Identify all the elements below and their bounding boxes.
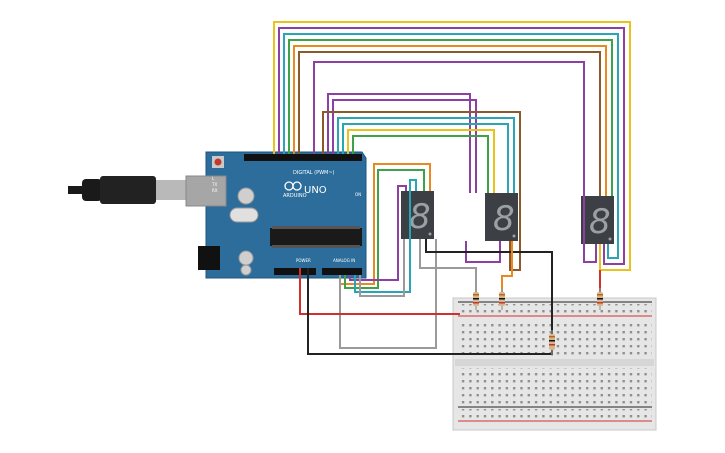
wire-teal-a[interactable] (354, 179, 417, 293)
wire-gray-b[interactable] (359, 239, 405, 297)
usb-plug (156, 180, 188, 200)
wire-purple-outer[interactable] (278, 27, 625, 265)
wire-orange-outer[interactable] (293, 45, 607, 196)
analog-header-label: ANALOG IN (333, 258, 355, 263)
crystal-oscillator (229, 207, 259, 223)
wire-brown-2[interactable] (322, 111, 521, 271)
wire-teal-3[interactable] (342, 123, 509, 193)
digital-header-label: DIGITAL (PWM~) (293, 170, 335, 176)
arduino-logo-icon (284, 181, 302, 191)
usb-cable (68, 186, 82, 194)
wire-green-a[interactable] (344, 169, 425, 289)
display-2-glyph: 8 (493, 199, 515, 239)
seven-segment-display-2[interactable]: 8 (485, 193, 518, 241)
wire-gray-res1[interactable] (419, 239, 477, 292)
wire-teal-outer[interactable] (283, 33, 619, 259)
wire-purple-4[interactable] (332, 99, 477, 193)
wire-red-power[interactable] (299, 268, 460, 315)
resistor-2[interactable] (499, 288, 505, 310)
wire-yellow-2[interactable] (347, 129, 495, 193)
tx-label: TX (211, 182, 217, 187)
atmega-chip (270, 228, 362, 246)
seven-segment-display-1[interactable]: 8 (401, 191, 434, 239)
board-model-label: UNO (304, 185, 327, 196)
rx-label: RX (212, 188, 218, 193)
capacitor-2 (238, 250, 254, 266)
wires-to-display-2 (322, 93, 521, 271)
resistor-4[interactable] (549, 330, 555, 356)
wire-orange-res2[interactable] (501, 241, 513, 292)
display-3-glyph: 8 (589, 202, 611, 242)
resistor-3[interactable] (597, 288, 603, 310)
seven-segment-display-3[interactable]: 8 (581, 196, 614, 244)
wire-brown-outer[interactable] (298, 51, 601, 196)
resistor-1[interactable] (473, 288, 479, 310)
display-1-glyph: 8 (409, 197, 431, 237)
analog-pin-header (322, 268, 362, 275)
usb-port (185, 175, 227, 207)
wire-purple-a[interactable] (349, 185, 407, 281)
wire-purple-2[interactable] (313, 61, 597, 263)
wire-green-2[interactable] (352, 135, 489, 193)
wire-yellow-outer[interactable] (273, 21, 631, 271)
digital-header (244, 154, 362, 161)
l-label: L (212, 176, 215, 181)
wires-to-display-3 (273, 21, 631, 271)
capacitor-1 (237, 187, 255, 205)
power-jack (198, 246, 220, 270)
power-pin-header (274, 268, 316, 275)
wires-to-display-1 (339, 163, 437, 349)
arduino-uno-board[interactable]: DIGITAL (PWM~) UNO ARDUINO POWER ANALOG … (68, 151, 367, 279)
power-header-label: POWER (296, 258, 311, 263)
wire-purple-3[interactable] (327, 93, 471, 193)
wire-gray-a[interactable] (339, 239, 437, 349)
wire-green-outer[interactable] (288, 39, 613, 196)
on-label: ON (355, 192, 361, 197)
wire-black-display1[interactable] (425, 239, 553, 330)
brand-label: ARDUINO (283, 193, 307, 199)
wire-teal-2[interactable] (337, 117, 515, 193)
breadboard (452, 297, 657, 431)
